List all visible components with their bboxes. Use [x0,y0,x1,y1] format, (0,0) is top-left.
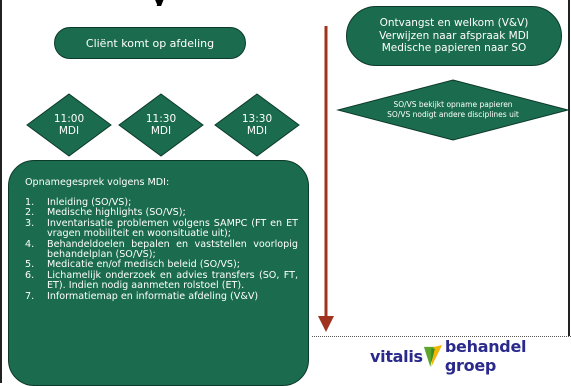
step-text: Inleiding (SO/VS); [47,197,132,208]
time-text: 13:30 [241,113,273,125]
intake-steps-list: 1. Inleiding (SO/VS); 2. Medische highligh… [25,197,298,302]
step-number: 1. [25,197,35,208]
arrival-welcome-node: Ontvangst en welkom (V&V) Verwijzen naar… [346,6,562,66]
step-text: Medische highlights (SO/VS); [47,207,186,219]
client-arrives-label: Cliënt komt op afdeling [85,36,215,50]
intake-step: 2. Medische highlights (SO/VS); [25,207,298,219]
step-number: 3. [25,217,35,229]
diamond-1100-label: 11:00 MDI [39,113,99,137]
mdi-text: MDI [150,125,172,137]
mdi-text: MDI [58,125,80,137]
step-number: 4. [25,238,35,250]
slide-title-fragment: y [150,0,200,6]
diamond-1100 [26,93,112,157]
time-text: 11:30 [145,113,177,125]
title-fragment-text: y [150,0,168,6]
arrival-line: Verwijzen naar afspraak MDI [379,29,529,42]
intake-step: 4. Behandeldoelen bepalen en vaststellen … [25,238,298,261]
intake-step: 5. Medicatie en/of medisch beleid (SO/VS)… [25,259,298,271]
so-vs-line: SO/VS bekijkt opname papieren [393,100,513,109]
so-vs-diamond-label: SO/VS bekijkt opname papieren SO/VS nodi… [353,100,553,119]
logo-word-vitalis: vitalis [370,346,423,366]
diamond-1330 [214,93,300,157]
intake-conversation-box: Opnamegesprek volgens MDI: 1. Inleiding (… [8,160,309,386]
intake-step: 6. Lichamelijk onderzoek en advies transf… [25,269,298,292]
step-number: 7. [25,290,35,302]
so-vs-line: SO/VS nodigt andere disciplines uit [387,109,519,119]
time-text: 11:00 [53,113,85,125]
step-text: Inventarisatie problemen volgens SAMPC (… [47,217,298,240]
so-vs-diamond [336,79,570,141]
step-number: 6. [25,269,35,281]
vitalis-logo: vitalis behandel groep [370,337,571,375]
diamond-1130-label: 11:30 MDI [131,113,191,137]
diamond-1330-label: 13:30 MDI [227,113,287,137]
step-number: 5. [25,259,35,271]
logo-word-behandelgroep: behandel groep [444,337,527,375]
step-text: Informatiemap en informatie afdeling (V&… [47,290,259,302]
leaf-icon [423,345,442,367]
intake-heading: Opnamegesprek volgens MDI: [25,177,170,188]
step-number: 2. [25,207,35,219]
client-arrives-node: Cliënt komt op afdeling [54,27,246,59]
footer-divider [312,336,571,337]
timeline-arrow-head [318,316,334,332]
diamond-1130 [118,93,204,157]
arrival-line: Medische papieren naar SO [381,42,527,55]
step-text: Behandeldoelen bepalen en vaststellen vo… [47,238,298,261]
arrival-line: Ontvangst en welkom (V&V) [379,17,529,30]
slide-right-border [568,0,570,336]
intake-step: 7. Informatiemap en informatie afdeling (… [25,290,298,302]
intake-step: 3. Inventarisatie problemen volgens SAMPC… [25,217,298,240]
step-text: Medicatie en/of medisch beleid (SO/VS); [47,259,240,271]
intake-step: 1. Inleiding (SO/VS); [25,197,298,208]
mdi-text: MDI [246,125,268,137]
slide-left-border [0,0,2,383]
step-text: Lichamelijk onderzoek en advies transfer… [47,269,298,292]
